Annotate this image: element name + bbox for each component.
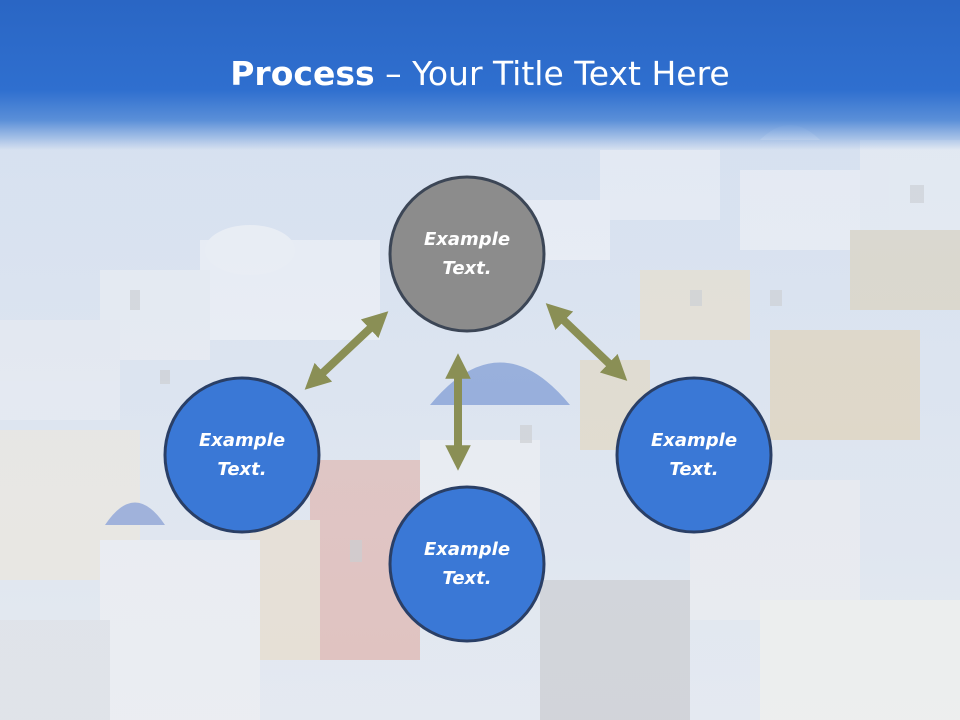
node-bottom-circle (388, 485, 546, 643)
header-band (0, 0, 960, 150)
node-top-line2: Text. (442, 258, 492, 279)
node-bottom-line2: Text. (442, 568, 492, 589)
node-bottom-line1: Example (423, 539, 511, 560)
node-left-label: Example Text. (167, 426, 317, 484)
node-left-line1: Example (198, 430, 286, 451)
node-bottom-label: Example Text. (392, 535, 542, 593)
double-arrow-icon (304, 311, 389, 390)
node-top-label: Example Text. (392, 225, 542, 283)
node-right-circle (615, 376, 773, 534)
node-right-label: Example Text. (619, 426, 769, 484)
node-left-line2: Text. (217, 459, 267, 480)
node-right-line1: Example (650, 430, 738, 451)
node-top-line1: Example (423, 229, 511, 250)
node-left-circle (163, 376, 321, 534)
double-arrow-icon (545, 303, 628, 381)
title-rest: Your Title Text Here (412, 54, 730, 93)
title-separator: – (374, 54, 413, 93)
node-right-line2: Text. (669, 459, 719, 480)
node-top-circle (388, 175, 546, 333)
title-bold: Process (230, 54, 375, 93)
slide-title: Process – Your Title Text Here (0, 52, 960, 96)
